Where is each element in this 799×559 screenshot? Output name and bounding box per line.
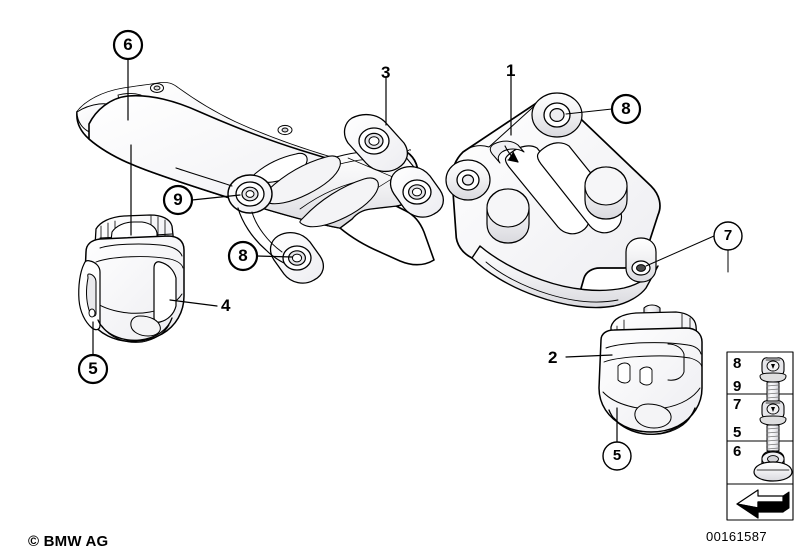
legend-icon-nut xyxy=(753,450,793,482)
part-2-right-engine-mount xyxy=(598,304,703,435)
leader-lines xyxy=(92,58,729,443)
legend-icon-bolt-1 xyxy=(759,357,787,407)
legend-number-9: 9 xyxy=(733,378,742,395)
legend-number-7: 7 xyxy=(733,396,742,413)
part-4-left-engine-mount xyxy=(78,214,185,343)
part-3-crossmember-bracket xyxy=(76,81,445,284)
part-1-right-support-bracket xyxy=(445,92,661,309)
copyright-notice: © BMW AG xyxy=(28,533,109,550)
leader-label-2[interactable]: 2 xyxy=(548,348,558,367)
leader-label-3[interactable]: 3 xyxy=(381,63,391,82)
legend-icon-bolt-2 xyxy=(759,400,787,452)
legend-icon-arrow xyxy=(736,489,790,519)
leader-label-4[interactable]: 4 xyxy=(221,296,231,315)
leader-label-1[interactable]: 1 xyxy=(506,61,516,80)
legend-number-8: 8 xyxy=(733,355,742,372)
legend-number-6: 6 xyxy=(733,443,742,460)
diagram-part-number: 00161587 xyxy=(706,529,768,544)
callout-circles xyxy=(77,29,743,471)
legend-table xyxy=(726,351,794,521)
legend-number-5: 5 xyxy=(733,424,742,441)
